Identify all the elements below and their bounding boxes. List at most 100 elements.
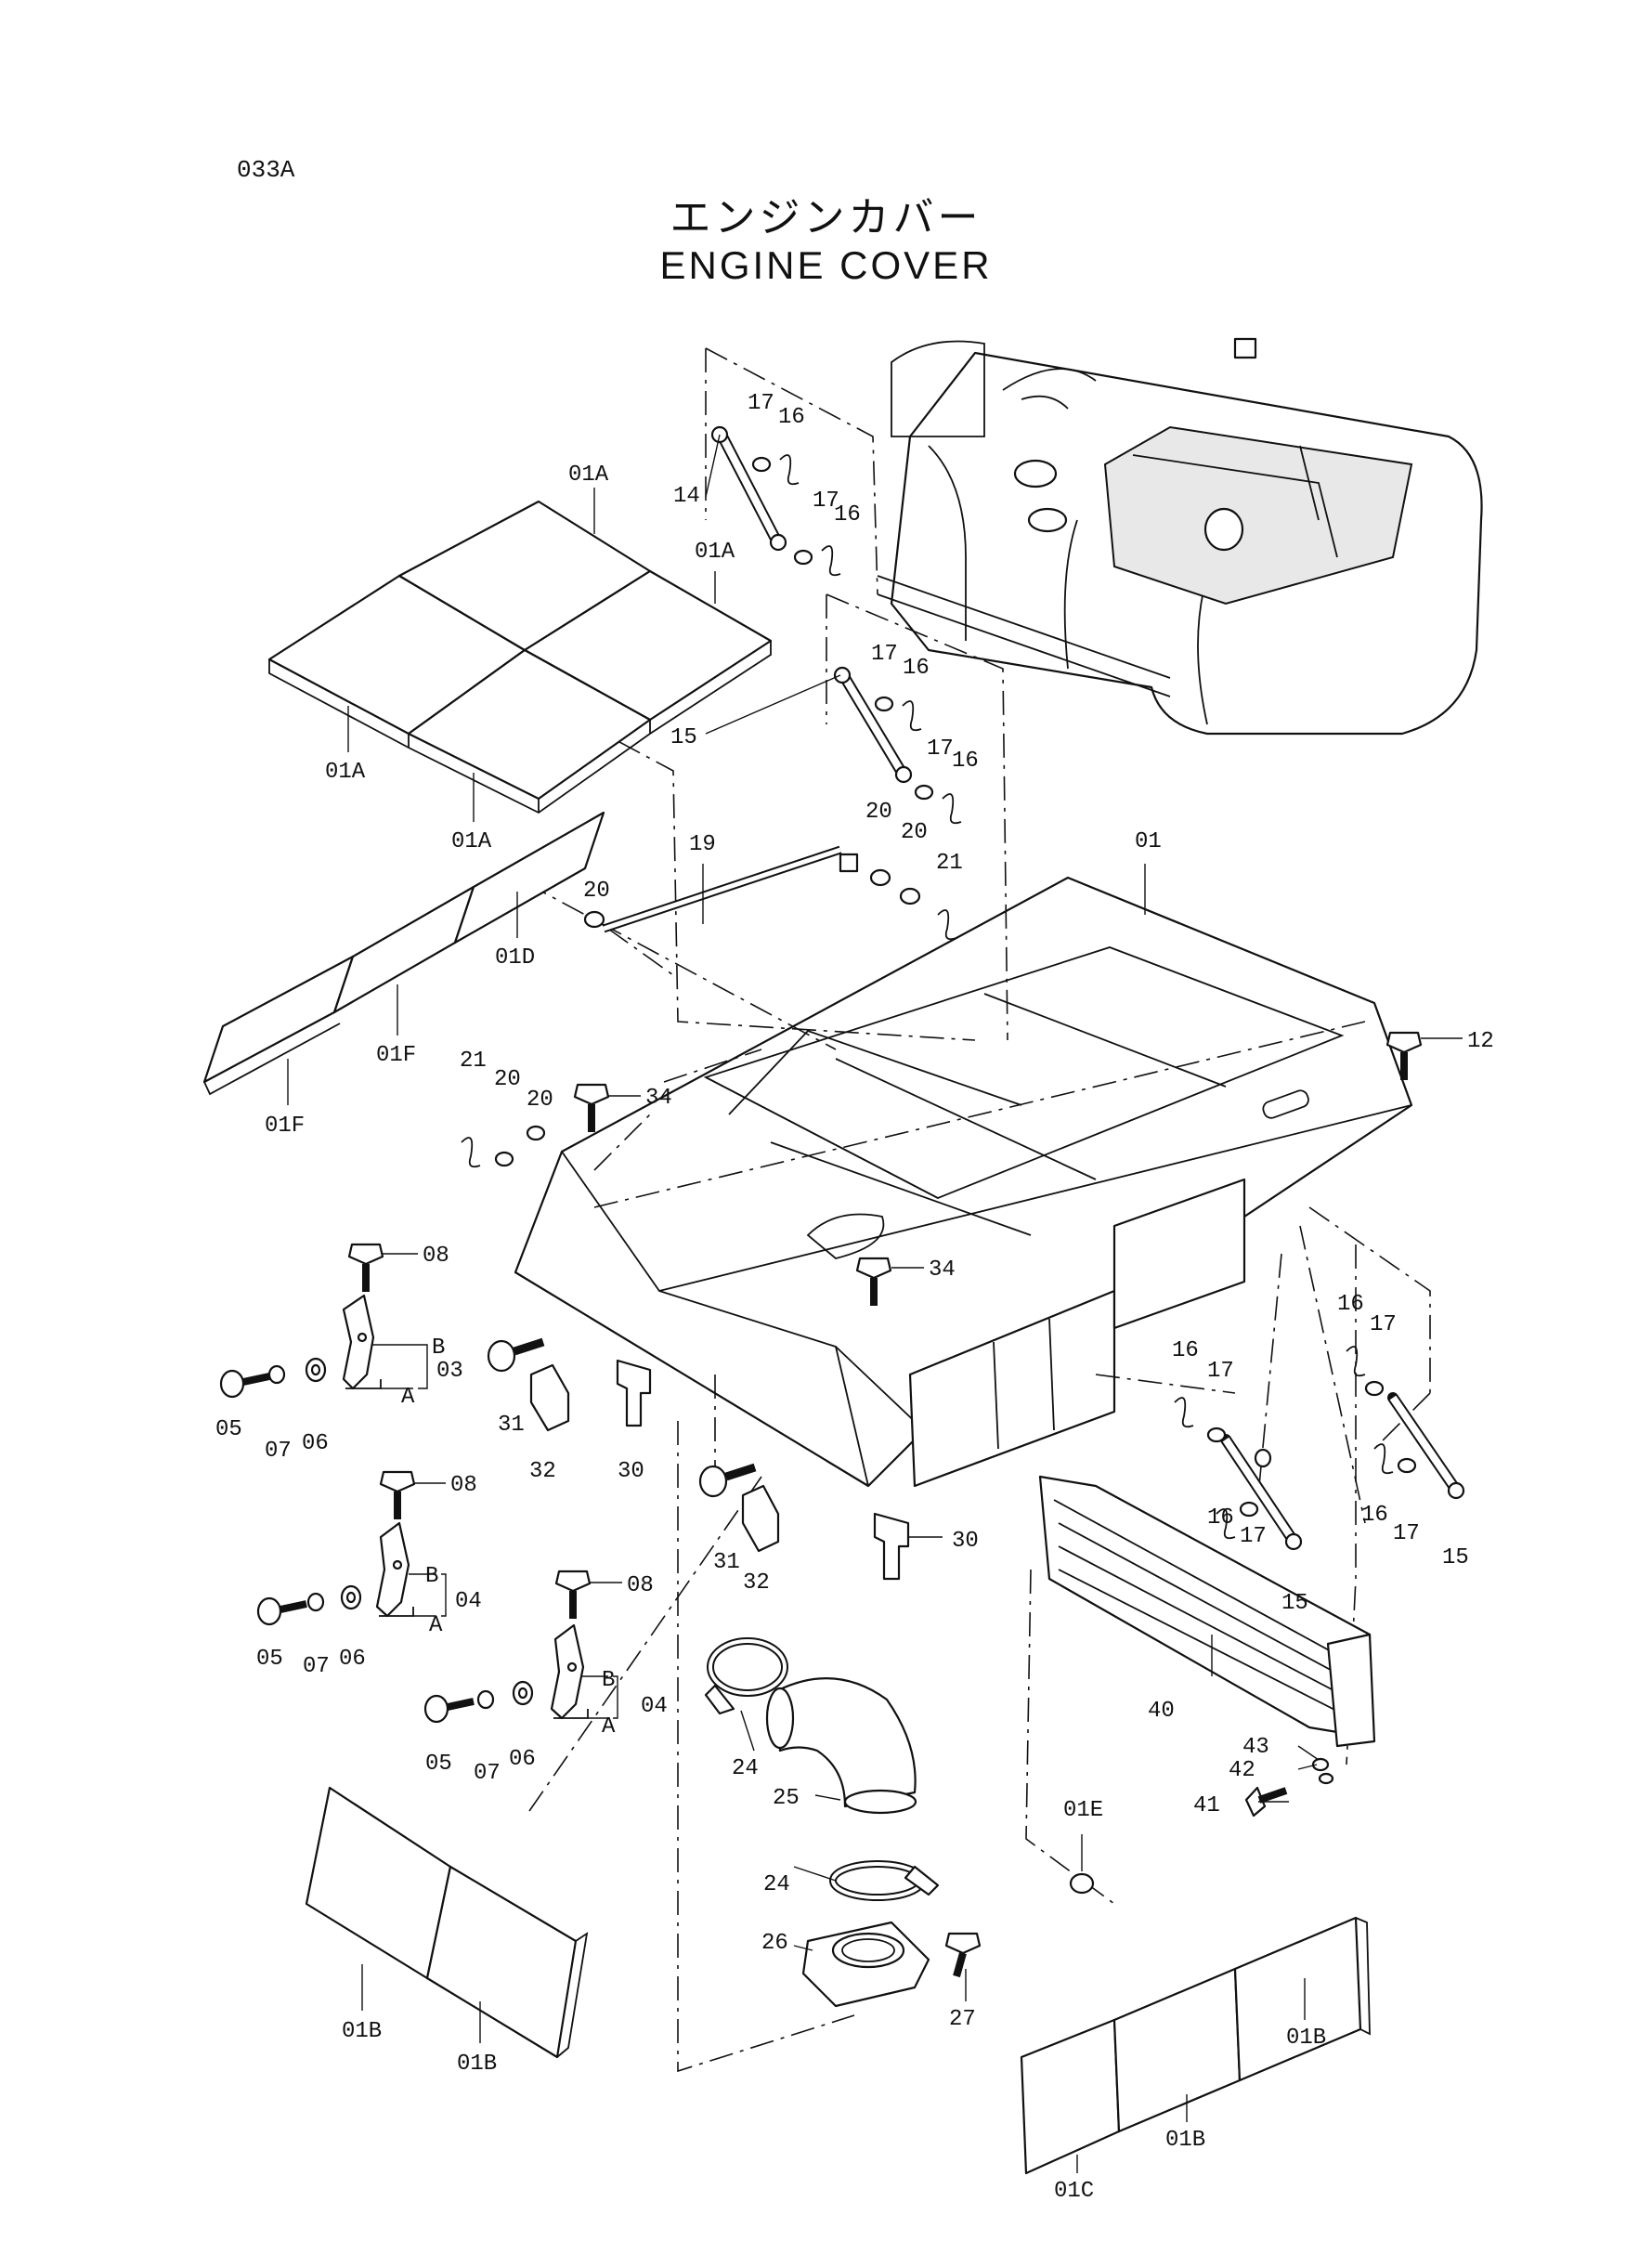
label-01: 01 <box>1135 829 1162 854</box>
label-41: 41 <box>1193 1793 1220 1818</box>
label-31: 31 <box>713 1550 740 1575</box>
label-07: 07 <box>474 1761 501 1786</box>
label-20: 20 <box>527 1088 553 1113</box>
label-17: 17 <box>1370 1312 1397 1337</box>
label-01a: 01A <box>568 463 609 488</box>
label-40: 40 <box>1148 1699 1175 1724</box>
label-12: 12 <box>1467 1029 1494 1054</box>
label-17: 17 <box>1393 1521 1420 1546</box>
label-16: 16 <box>1172 1338 1199 1363</box>
latch-03 <box>342 1294 382 1390</box>
label-16: 16 <box>952 749 979 774</box>
bolt-31-b <box>698 1463 757 1498</box>
bolt-08-a <box>347 1243 384 1292</box>
label-15: 15 <box>670 725 697 750</box>
label-08: 08 <box>627 1573 654 1598</box>
label-34: 34 <box>645 1086 672 1111</box>
clamp-24-upper <box>704 1637 788 1715</box>
gas-spring-15-right <box>1206 1380 1465 1551</box>
label-31: 31 <box>498 1413 525 1438</box>
label-01d: 01D <box>495 945 535 971</box>
rod-19 <box>602 845 859 933</box>
label-25: 25 <box>773 1786 800 1811</box>
bolt-31-a <box>487 1337 545 1373</box>
label-01b: 01B <box>342 2019 382 2044</box>
bolt-27 <box>944 1932 982 1978</box>
insulation-pad-01b-right <box>1020 1916 1371 2175</box>
label-32: 32 <box>743 1570 770 1596</box>
label-17: 17 <box>813 489 839 514</box>
label-43: 43 <box>1242 1735 1269 1760</box>
label-20: 20 <box>865 800 892 825</box>
label-20: 20 <box>583 879 610 904</box>
label-17: 17 <box>927 736 954 762</box>
latch-04-b <box>550 1623 589 1720</box>
label-14: 14 <box>673 484 700 509</box>
label-08: 08 <box>450 1473 477 1498</box>
label-30: 30 <box>618 1459 644 1484</box>
bolt-41 <box>1244 1786 1288 1818</box>
label-sub-b: B <box>602 1668 615 1693</box>
clamp-24-lower <box>829 1860 940 1901</box>
label-07: 07 <box>303 1654 330 1679</box>
label-01f: 01F <box>265 1114 305 1139</box>
label-20: 20 <box>494 1067 521 1092</box>
label-16: 16 <box>1361 1503 1388 1528</box>
label-32: 32 <box>529 1459 556 1484</box>
flange-26 <box>801 1921 930 2008</box>
bolt-05-b <box>256 1596 307 1626</box>
label-17: 17 <box>871 642 898 667</box>
label-04: 04 <box>455 1589 482 1614</box>
label-16: 16 <box>834 502 861 528</box>
gas-spring-15-upper <box>833 666 934 801</box>
label-19: 19 <box>689 832 716 857</box>
label-16: 16 <box>778 405 805 430</box>
washers-06-07 <box>267 1357 1334 1785</box>
label-24: 24 <box>763 1872 790 1897</box>
label-34: 34 <box>929 1257 956 1283</box>
latch-04-a <box>375 1521 414 1618</box>
label-15: 15 <box>1442 1545 1469 1570</box>
label-20: 20 <box>901 820 928 845</box>
page-title-japanese: エンジンカバー <box>670 194 982 241</box>
label-03: 03 <box>436 1359 463 1384</box>
rubber-32 <box>529 1363 780 1553</box>
label-01c: 01C <box>1054 2179 1094 2204</box>
bolt-12 <box>1385 1031 1423 1080</box>
label-42: 42 <box>1229 1758 1255 1783</box>
label-07: 07 <box>265 1439 292 1464</box>
label-05: 05 <box>425 1752 452 1777</box>
label-01a: 01A <box>325 760 366 785</box>
label-sub-a: A <box>429 1613 443 1638</box>
insulation-pad-01f <box>202 811 605 1096</box>
part-labels: 01A 01A 01A 01A 01D 01F 01F 01 14 17 16 … <box>215 391 1494 2204</box>
bolt-08-c <box>554 1570 592 1619</box>
label-01a: 01A <box>451 829 492 854</box>
bracket-30 <box>616 1359 910 1581</box>
bolt-05-c <box>423 1694 475 1724</box>
bolt-05-a <box>219 1369 270 1399</box>
engine-cover-main <box>514 876 1413 1488</box>
label-16: 16 <box>903 656 930 681</box>
label-08: 08 <box>423 1244 449 1269</box>
bolt-34-upper <box>573 1083 610 1132</box>
label-05: 05 <box>256 1647 283 1672</box>
label-05: 05 <box>215 1417 242 1442</box>
label-06: 06 <box>339 1647 366 1672</box>
oil-cooler-40 <box>1038 1475 1376 1748</box>
label-16: 16 <box>1337 1292 1364 1317</box>
label-27: 27 <box>949 2007 976 2032</box>
label-24: 24 <box>732 1756 759 1781</box>
label-17: 17 <box>748 391 774 416</box>
label-sub-b: B <box>432 1335 445 1361</box>
label-sub-a: A <box>602 1714 616 1739</box>
label-21: 21 <box>460 1049 487 1074</box>
page-title: ENGINE COVER <box>659 243 993 287</box>
label-04: 04 <box>641 1694 668 1719</box>
label-06: 06 <box>302 1431 329 1456</box>
page-code: 033A <box>237 156 295 184</box>
label-15: 15 <box>1281 1591 1308 1616</box>
machine-body-drawing <box>877 337 1483 736</box>
label-17: 17 <box>1240 1524 1267 1549</box>
label-01f: 01F <box>376 1043 416 1068</box>
